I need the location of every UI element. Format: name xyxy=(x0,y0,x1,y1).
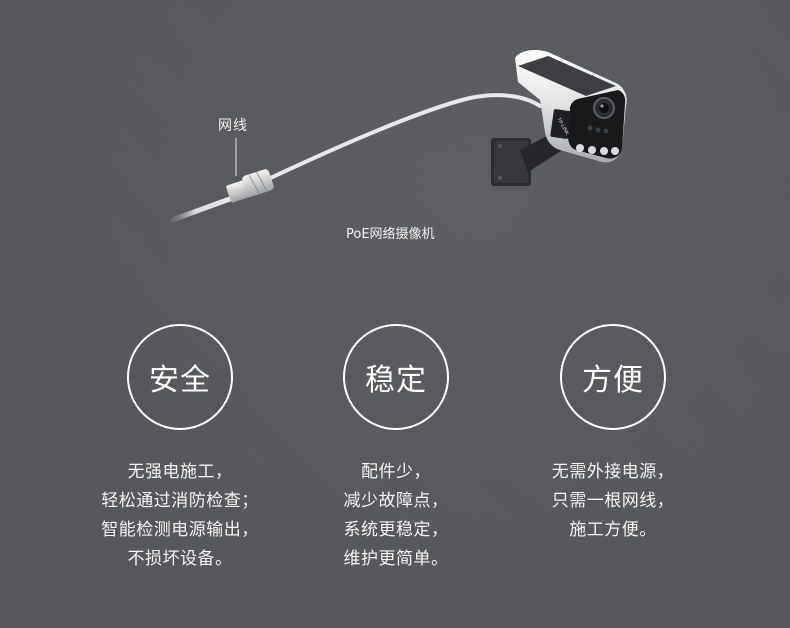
network-cable-tail xyxy=(169,193,241,223)
feature-safety-title: 安全 xyxy=(149,363,211,398)
feature-safety-description: 无强电施工， 轻松通过消防检查； 智能检测电源输出， 不损坏设备。 xyxy=(70,458,290,574)
feature-stability-line: 系统更稳定， xyxy=(343,520,449,540)
feature-safety-line: 智能检测电源输出， xyxy=(101,520,259,540)
feature-stability-description: 配件少， 减少故障点， 系统更稳定， 维护更简单。 xyxy=(286,458,506,574)
feature-stability-badge: 稳定 xyxy=(343,324,449,430)
feature-stability: 稳定 配件少， 减少故障点， 系统更稳定， 维护更简单。 xyxy=(286,324,506,574)
feature-safety-badge: 安全 xyxy=(127,324,233,430)
feature-convenience-line: 无需外接电源， xyxy=(551,462,675,482)
network-cable xyxy=(260,93,542,184)
feature-convenience: 方便 无需外接电源， 只需一根网线， 施工方便。 xyxy=(503,324,723,545)
feature-convenience-badge: 方便 xyxy=(560,324,666,430)
feature-safety-line: 无强电施工， xyxy=(127,462,233,482)
feature-stability-title: 稳定 xyxy=(365,363,427,398)
feature-convenience-line: 只需一根网线， xyxy=(551,491,675,511)
feature-safety-line: 不损坏设备。 xyxy=(127,549,233,569)
camera-illustration: TP-LINK xyxy=(169,50,627,223)
feature-stability-line: 维护更简单。 xyxy=(343,549,449,569)
feature-convenience-title: 方便 xyxy=(582,363,644,398)
camera-label: PoE网络摄像机 xyxy=(346,227,435,242)
rj45-connector xyxy=(226,169,274,203)
cable-label: 网线 xyxy=(218,118,248,134)
feature-safety: 安全 无强电施工， 轻松通过消防检查； 智能检测电源输出， 不损坏设备。 xyxy=(70,324,290,574)
feature-stability-line: 减少故障点， xyxy=(343,491,449,511)
camera-body xyxy=(515,50,627,163)
feature-convenience-line: 施工方便。 xyxy=(569,520,657,540)
feature-safety-line: 轻松通过消防检查； xyxy=(101,491,259,511)
feature-stability-line: 配件少， xyxy=(361,462,431,482)
feature-convenience-description: 无需外接电源， 只需一根网线， 施工方便。 xyxy=(503,458,723,545)
